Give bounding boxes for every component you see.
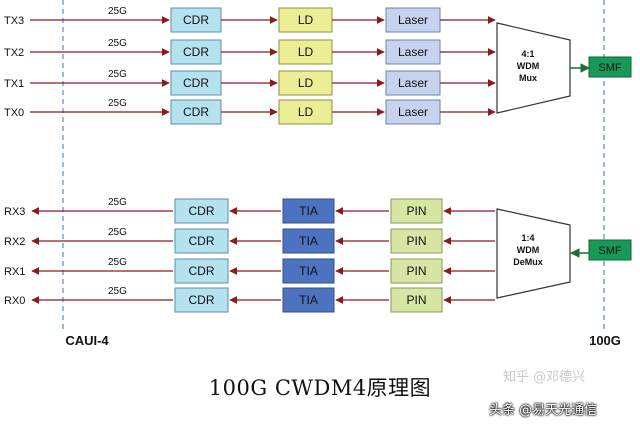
rx2-pin: PIN [390, 228, 443, 254]
rx3-cdr-label: CDR [189, 204, 215, 218]
tx3-lane-label: TX3 [4, 15, 24, 27]
rx2-pin-label: PIN [406, 234, 426, 248]
tx0-rate-label: 25G [108, 98, 127, 109]
demux-line-2: WDM [517, 245, 540, 255]
mux-line-2: WDM [517, 61, 540, 71]
smf-rx: SMF [570, 239, 632, 261]
caui-4-label: CAUI-4 [65, 333, 109, 348]
tx1-ld: LD [278, 70, 333, 96]
rx3-tia-label: TIA [299, 204, 318, 218]
tx0-ld: LD [278, 99, 333, 125]
100g-label: 100G [589, 333, 621, 348]
rx1-pin: PIN [390, 258, 443, 284]
rx0-tia-label: TIA [299, 293, 318, 307]
rx0-tia: TIA [282, 287, 335, 313]
rx0-pin-label: PIN [406, 293, 426, 307]
tx2-laser: Laser [385, 39, 441, 65]
rx3-cdr: CDR [174, 198, 229, 224]
rx1-rate-label: 25G [108, 257, 127, 268]
rx3-pin-label: PIN [406, 204, 426, 218]
rx2-cdr: CDR [174, 228, 229, 254]
rx2-cdr-label: CDR [189, 234, 215, 248]
tx3-laser: Laser [385, 7, 441, 33]
tx2-laser-label: Laser [398, 45, 428, 59]
rx3-lane-label: RX3 [4, 206, 25, 218]
tx3-rate-label: 25G [108, 6, 127, 17]
mux-line-1: 4:1 [521, 49, 534, 59]
tx2-ld: LD [278, 39, 333, 65]
watermark-toutiao: 头条 @易天光通信 [489, 403, 598, 418]
rx0-cdr: CDR [174, 287, 229, 313]
rx-section: RX3 25G CDR TIA PIN RX2 25G CDR TIA PIN RX1 25G CDR T… [4, 197, 495, 313]
tx1-laser: Laser [385, 70, 441, 96]
smf-rx-label: SMF [598, 245, 622, 257]
rx2-lane-label: RX2 [4, 236, 25, 248]
mux-line-3: Mux [519, 73, 537, 83]
tx3-ld: LD [278, 7, 333, 33]
demux-line-3: DeMux [513, 257, 543, 267]
tx0-cdr: CDR [170, 99, 222, 125]
tx1-rate-label: 25G [108, 69, 127, 80]
rx1-tia: TIA [282, 258, 335, 284]
smf-tx-label: SMF [598, 62, 622, 74]
tx3-cdr-label: CDR [183, 13, 209, 27]
rx2-tia: TIA [282, 228, 335, 254]
rx3-pin: PIN [390, 198, 443, 224]
tx1-cdr: CDR [170, 70, 222, 96]
watermark-zhihu: 知乎 @邓德兴 [503, 370, 586, 385]
tx0-cdr-label: CDR [183, 105, 209, 119]
rx3-tia: TIA [282, 198, 335, 224]
tx2-ld-label: LD [298, 45, 314, 59]
tx2-lane-label: TX2 [4, 47, 24, 59]
rx1-cdr: CDR [174, 258, 229, 284]
rx3-rate-label: 25G [108, 197, 127, 208]
tx3-laser-label: Laser [398, 13, 428, 27]
wdm-demux: 1:4 WDM DeMux [496, 208, 571, 299]
rx2-tia-label: TIA [299, 234, 318, 248]
rx1-tia-label: TIA [299, 264, 318, 278]
rx1-pin-label: PIN [406, 264, 426, 278]
tx0-ld-label: LD [298, 105, 314, 119]
tx2-rate-label: 25G [108, 38, 127, 49]
rx1-lane-label: RX1 [4, 266, 25, 278]
rx0-rate-label: 25G [108, 286, 127, 297]
tx1-lane-label: TX1 [4, 78, 24, 90]
tx2-cdr-label: CDR [183, 45, 209, 59]
tx2-cdr: CDR [170, 39, 222, 65]
rx2-rate-label: 25G [108, 227, 127, 238]
tx0-laser-label: Laser [398, 105, 428, 119]
smf-tx: SMF [570, 56, 632, 78]
tx3-ld-label: LD [298, 13, 314, 27]
diagram-caption: 100G CWDM4原理图 [208, 376, 432, 400]
rx0-cdr-label: CDR [189, 293, 215, 307]
demux-line-1: 1:4 [521, 233, 534, 243]
rx0-lane-label: RX0 [4, 295, 25, 307]
tx0-lane-label: TX0 [4, 107, 24, 119]
rx1-cdr-label: CDR [189, 264, 215, 278]
tx1-ld-label: LD [298, 76, 314, 90]
tx3-cdr: CDR [170, 7, 222, 33]
tx1-cdr-label: CDR [183, 76, 209, 90]
wdm-mux: 4:1 WDM Mux [496, 22, 571, 114]
tx0-laser: Laser [385, 99, 441, 125]
rx0-pin: PIN [390, 287, 443, 313]
tx1-laser-label: Laser [398, 76, 428, 90]
